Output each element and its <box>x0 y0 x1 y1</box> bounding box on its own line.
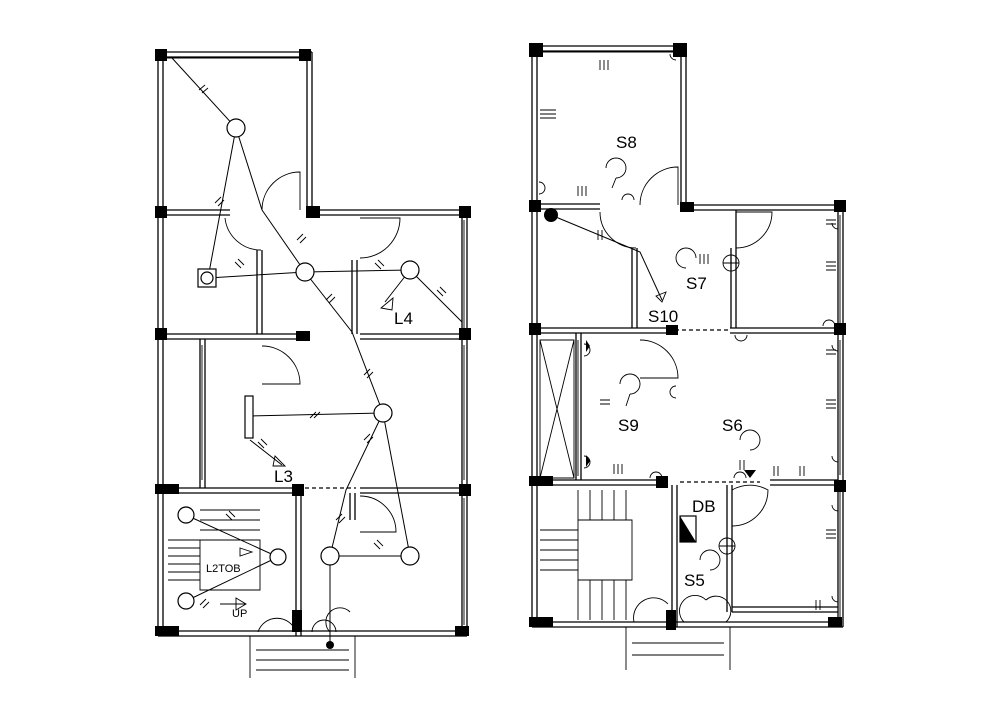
bell-point-icon <box>326 641 334 649</box>
ceiling-light-icon <box>373 403 393 423</box>
tube-light-icon <box>244 395 254 439</box>
label-S10: S10 <box>648 307 678 326</box>
right-sockets <box>538 53 839 603</box>
right-floor-plan: S8 S7 S10 S9 S6 DB S5 <box>529 43 846 670</box>
ceiling-light-icon <box>295 262 315 282</box>
right-wiring <box>550 214 663 301</box>
up-arrow-icon <box>220 597 247 611</box>
arrow-icon <box>655 291 667 303</box>
label-S7: S7 <box>686 274 707 293</box>
right-walls <box>531 45 844 670</box>
arrow-icon <box>239 547 254 557</box>
ceiling-light-icon <box>320 546 340 566</box>
label-L3: L3 <box>274 467 293 486</box>
right-switches <box>540 60 836 610</box>
right-columns <box>529 43 846 630</box>
label-L2TOB: L2TOB <box>206 563 241 575</box>
ceiling-light-icon <box>400 260 420 280</box>
ceiling-light-icon <box>269 548 287 566</box>
label-UP: UP <box>232 608 247 620</box>
arrow-icon <box>379 296 394 311</box>
ceiling-light-icon <box>177 506 195 524</box>
label-S6: S6 <box>722 416 743 435</box>
ceiling-light-icon <box>226 118 246 138</box>
label-S9: S9 <box>618 416 639 435</box>
left-columns <box>155 49 471 636</box>
ceiling-light-icon <box>177 592 195 610</box>
left-floor-plan: L4 L3 L2TOB UP <box>155 49 471 678</box>
left-fixtures <box>177 118 420 649</box>
label-S8: S8 <box>616 133 637 152</box>
label-S5: S5 <box>684 571 705 590</box>
right-doors <box>599 166 773 623</box>
main-switch-icon <box>544 208 558 222</box>
label-DB: DB <box>692 497 716 516</box>
left-doors <box>224 171 401 633</box>
left-wire-ticks <box>198 84 447 609</box>
arrow-icon <box>272 455 287 467</box>
right-fixtures <box>544 208 756 543</box>
left-walls <box>157 51 468 678</box>
label-L4: L4 <box>394 309 413 328</box>
ceiling-light-icon <box>400 546 420 566</box>
socket-triangle-icon <box>744 470 756 478</box>
